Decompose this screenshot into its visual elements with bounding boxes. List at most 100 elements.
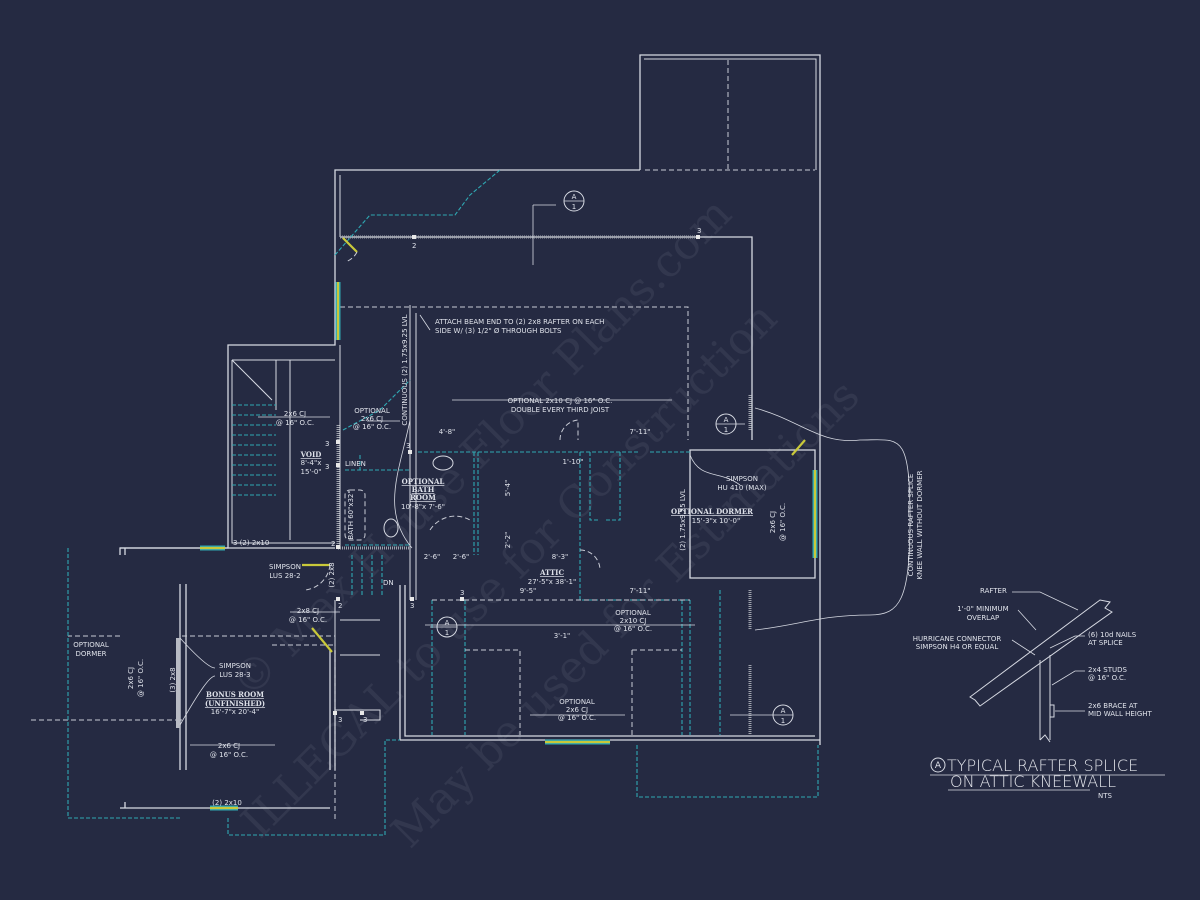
plan-text: @ 16" O.C.	[1088, 674, 1126, 682]
room-label-attic: ATTIC	[539, 568, 564, 577]
room-label-dormer: OPTIONAL DORMER	[671, 507, 753, 516]
plan-text: SIMPSON	[219, 662, 251, 670]
plan-text: (UNFINISHED)	[205, 699, 265, 708]
plan-text: 1	[445, 629, 449, 637]
plan-text: 16'-7"x 20'-4"	[211, 708, 259, 716]
plan-linework	[636, 745, 819, 798]
plan-text: DOUBLE EVERY THIRD JOIST	[511, 406, 610, 414]
plan-text: @ 16" O.C.	[289, 616, 327, 624]
continuous-lvl-label: CONTINUOUS (2) 1.75x9.25 LVL	[401, 314, 409, 425]
plan-linework	[334, 169, 501, 431]
plan-linework	[333, 711, 337, 715]
plan-linework	[336, 440, 340, 444]
plan-linework	[696, 235, 700, 239]
plan-text: 2x6 CJ	[769, 511, 777, 533]
plan-linework	[304, 251, 358, 591]
plan-linework	[336, 235, 752, 735]
plan-text: HURRICANE CONNECTOR	[913, 635, 1002, 643]
plan-text: 15'-0"	[300, 468, 321, 476]
plan-labels: ATTACH BEAM END TO (2) 2x8 RAFTER ON EAC…	[73, 314, 924, 807]
plan-text: LINEN	[345, 460, 366, 468]
leaders	[179, 204, 911, 746]
plan-text: DORMER	[75, 650, 106, 658]
room-label-bath: OPTIONAL	[402, 477, 445, 486]
plan-text: 2x6 BRACE AT	[1088, 702, 1138, 710]
plan-text: 3	[325, 440, 329, 448]
plan-text: (6) 10d NAILS	[1088, 631, 1137, 639]
section-marker[interactable]: A 1	[430, 616, 458, 638]
plan-text: @ 16" O.C.	[353, 423, 391, 431]
plan-text: HU 410 (MAX)	[717, 484, 767, 492]
plan-text: OVERLAP	[967, 614, 1000, 622]
plan-text: 8'-3"	[552, 553, 569, 561]
plan-linework	[190, 204, 695, 746]
optional-outlines	[67, 169, 819, 836]
plan-text: 3'-1"	[554, 632, 571, 640]
plan-linework	[336, 597, 340, 601]
section-markers: A 1 A 1 A 1 A 1	[430, 190, 794, 726]
plan-text: LUS 28-2	[269, 572, 300, 580]
plan-linework	[429, 419, 601, 571]
plan-text: (3) 2x8	[169, 667, 177, 692]
plan-text: 7'-11"	[629, 587, 650, 595]
bath-fixtures	[344, 419, 601, 571]
plan-linework	[336, 545, 340, 549]
plan-linework	[410, 597, 414, 601]
plan-text: 2x6 CJ	[218, 742, 240, 750]
bathtub-icon	[344, 489, 366, 541]
plan-linework	[1049, 704, 1055, 718]
post-markers: 2 3 3 3 3 2 2 3 3 3 3	[325, 227, 701, 724]
plan-text: 2x6 CJ	[566, 706, 588, 714]
plan-text: (2) 1.75x9.25 LVL	[679, 489, 687, 551]
plan-linework	[689, 449, 816, 579]
plan-text: KNEE WALL WITHOUT DORMER	[916, 470, 924, 579]
plan-text: @ 16" O.C.	[276, 419, 314, 427]
plan-linework	[360, 711, 364, 715]
section-marker[interactable]: A 1	[563, 190, 585, 212]
plan-text: (2) 2x8	[328, 562, 336, 587]
plan-text: 9'-5"	[520, 587, 537, 595]
plan-text: OPTIONAL	[73, 641, 109, 649]
plan-text: MID WALL HEIGHT	[1088, 710, 1153, 718]
plan-linework	[232, 404, 383, 595]
section-marker[interactable]: A 1	[730, 704, 794, 726]
plan-text: A	[445, 619, 450, 627]
plan-text: A	[724, 416, 729, 424]
plan-linework	[231, 359, 335, 544]
plan-text: OPTIONAL	[615, 609, 651, 617]
plan-text: 2'-6"	[453, 553, 470, 561]
plan-linework	[930, 774, 1165, 791]
plan-linework	[969, 599, 1113, 707]
plan-linework	[340, 236, 753, 440]
plan-text: 3	[410, 602, 414, 610]
plan-text: 1'-0" MINIMUM	[957, 605, 1008, 613]
plan-text: 2	[338, 602, 342, 610]
plan-text: OPTIONAL	[354, 407, 390, 415]
plan-text: 27'-5"x 38'-1"	[528, 578, 576, 586]
plan-text: 3	[697, 227, 701, 235]
plan-text: 2x8 CJ	[297, 607, 319, 615]
plan-linework	[231, 359, 273, 401]
plan-linework	[200, 237, 817, 810]
plan-text: 2x6 CJ	[127, 667, 135, 689]
plan-text: ROOM	[410, 493, 436, 502]
plan-text: @ 16" O.C.	[210, 751, 248, 759]
plan-text: 2x4 STUDS	[1088, 666, 1128, 674]
plan-text: A	[781, 707, 786, 715]
plan-text: 3	[460, 589, 464, 597]
plan-linework	[336, 463, 340, 467]
plan-text: A	[935, 761, 942, 771]
plan-linework	[460, 597, 464, 601]
plan-text: SIMPSON H4 OR EQUAL	[916, 643, 999, 651]
section-marker[interactable]: A 1	[715, 413, 745, 435]
optional-cj-label: OPTIONAL 2x10 CJ @ 16" O.C.	[508, 397, 613, 405]
plan-text: 3	[325, 463, 329, 471]
plan-text: RAFTER	[980, 587, 1007, 595]
plan-text: @ 16" O.C.	[779, 503, 787, 541]
room-label-void: VOID	[300, 450, 322, 459]
plan-linework	[408, 450, 412, 454]
plan-linework	[412, 235, 416, 239]
plan-text: 10'-8"x 7'-6"	[401, 503, 445, 511]
plan-text: A	[572, 193, 577, 201]
plan-linework	[1011, 591, 1085, 712]
